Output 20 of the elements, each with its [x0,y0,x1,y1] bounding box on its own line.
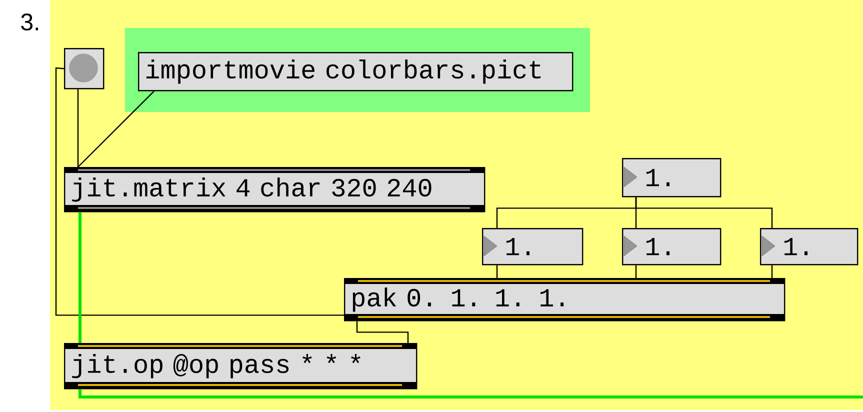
patch-cord [771,265,773,278]
object-box: jit.matrix 4 char 320 240 [64,167,486,212]
patch-cord [55,67,344,316]
message-box: importmovie colorbars.pict [138,52,574,92]
patch-cord [635,197,773,228]
patch-cord [78,90,154,168]
number-box: 1. [760,228,858,266]
number-box: 1. [482,228,584,266]
object-box: jit.op @op pass * * * [64,342,418,390]
number-box: 1. [622,158,722,198]
patch-cord [77,89,79,167]
patch-cord [635,265,637,278]
patch-cord [496,265,498,278]
patch-cord [356,321,409,343]
number-box: 1. [622,228,722,266]
bang-button [64,48,104,90]
step-number: 3. [21,14,38,30]
patch-cord [78,389,863,398]
patch-cord [78,212,82,343]
object-box: pak 0. 1. 1. 1. [344,278,786,322]
